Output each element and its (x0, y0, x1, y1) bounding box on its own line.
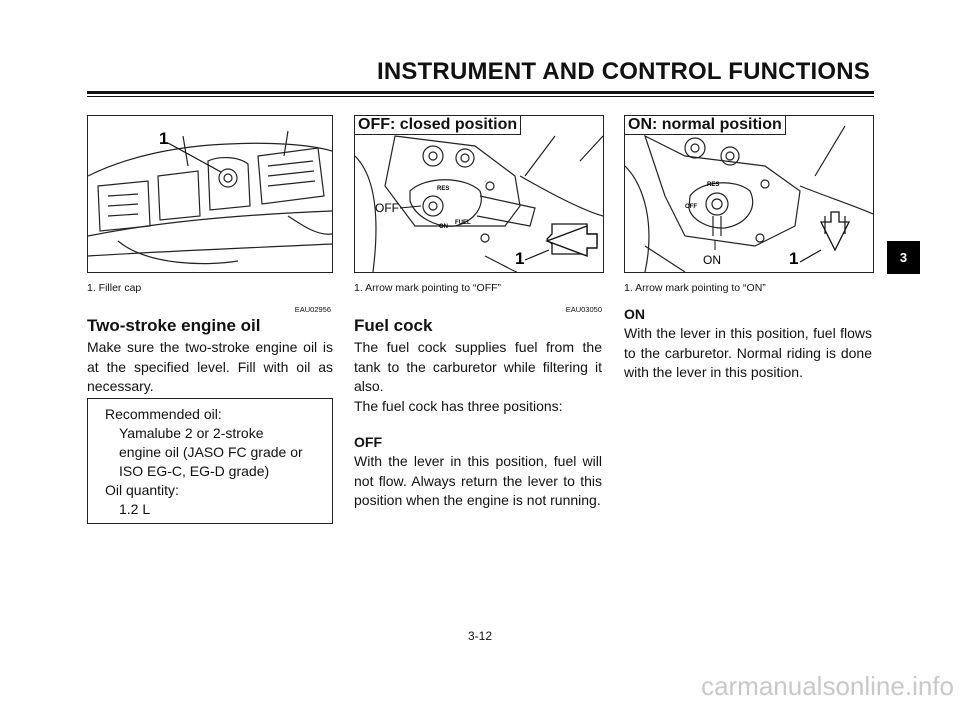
fuel-cock-on-illustration: ON RES OFF 1 (625, 125, 873, 272)
fuel-cock-off-figure: OFF RES FUEL ON 1 OFF: closed position (354, 115, 604, 273)
off-subhead: OFF (354, 434, 382, 450)
fuel-cock-off-illustration: OFF RES FUEL ON 1 (355, 135, 603, 272)
page-title: INSTRUMENT AND CONTROL FUNCTIONS (376, 58, 870, 85)
spec-box: Recommended oil: Yamalube 2 or 2-stroke … (87, 398, 333, 524)
section-code: EAU02956 (294, 305, 331, 314)
engine-illustration: 1 (88, 129, 332, 265)
spec-line: Oil quantity: (105, 482, 179, 498)
off-body: With the lever in this position, fuel wi… (354, 453, 602, 509)
spec-line: ISO EG-C, EG-D grade) (119, 463, 270, 479)
section-heading: Two-stroke engine oil (87, 316, 261, 335)
section-heading: Fuel cock (354, 316, 433, 335)
filler-cap-callout: 1 (159, 129, 168, 148)
section-body: Make sure the two-stroke engine oil is a… (87, 339, 333, 395)
page-number: 3-12 (467, 629, 493, 643)
spec-line: Recommended oil: (105, 406, 222, 422)
chapter-tab: 3 (887, 241, 920, 274)
on-text: ON (703, 253, 721, 267)
on-text: ON (439, 224, 448, 230)
header-rule-thick (87, 91, 874, 94)
figure-label: OFF: closed position (355, 116, 522, 135)
spec-line: engine oil (JASO FC grade or (119, 444, 303, 460)
off-text: OFF (685, 204, 697, 210)
watermark: carmanualsonline.info (701, 671, 954, 701)
figure-label: ON: normal position (625, 116, 786, 135)
res-text: RES (707, 182, 719, 188)
off-text: OFF (375, 201, 399, 215)
res-text: RES (437, 186, 449, 192)
section-body: The fuel cock has three positions: (354, 398, 563, 414)
fuel-text: FUEL (455, 220, 471, 226)
spec-line: 1.2 L (119, 501, 151, 517)
section-body: The fuel cock supplies fuel from the tan… (354, 339, 602, 395)
filler-cap-figure: 1 (87, 115, 333, 273)
header-rule-thin (87, 96, 874, 97)
fuel-cock-on-figure: ON RES OFF 1 ON: normal position (624, 115, 874, 273)
fuel-cock-on-caption: 1. Arrow mark pointing to “ON” (624, 282, 766, 294)
fuel-cock-off-caption: 1. Arrow mark pointing to “OFF” (354, 282, 502, 294)
filler-cap-caption: 1. Filler cap (87, 282, 142, 294)
arrow-callout: 1 (789, 249, 798, 268)
arrow-callout: 1 (515, 249, 524, 268)
on-subhead: ON (624, 306, 645, 322)
spec-line: Yamalube 2 or 2-stroke (119, 425, 264, 441)
section-code: EAU03050 (565, 305, 602, 314)
on-body: With the lever in this position, fuel fl… (624, 325, 872, 381)
